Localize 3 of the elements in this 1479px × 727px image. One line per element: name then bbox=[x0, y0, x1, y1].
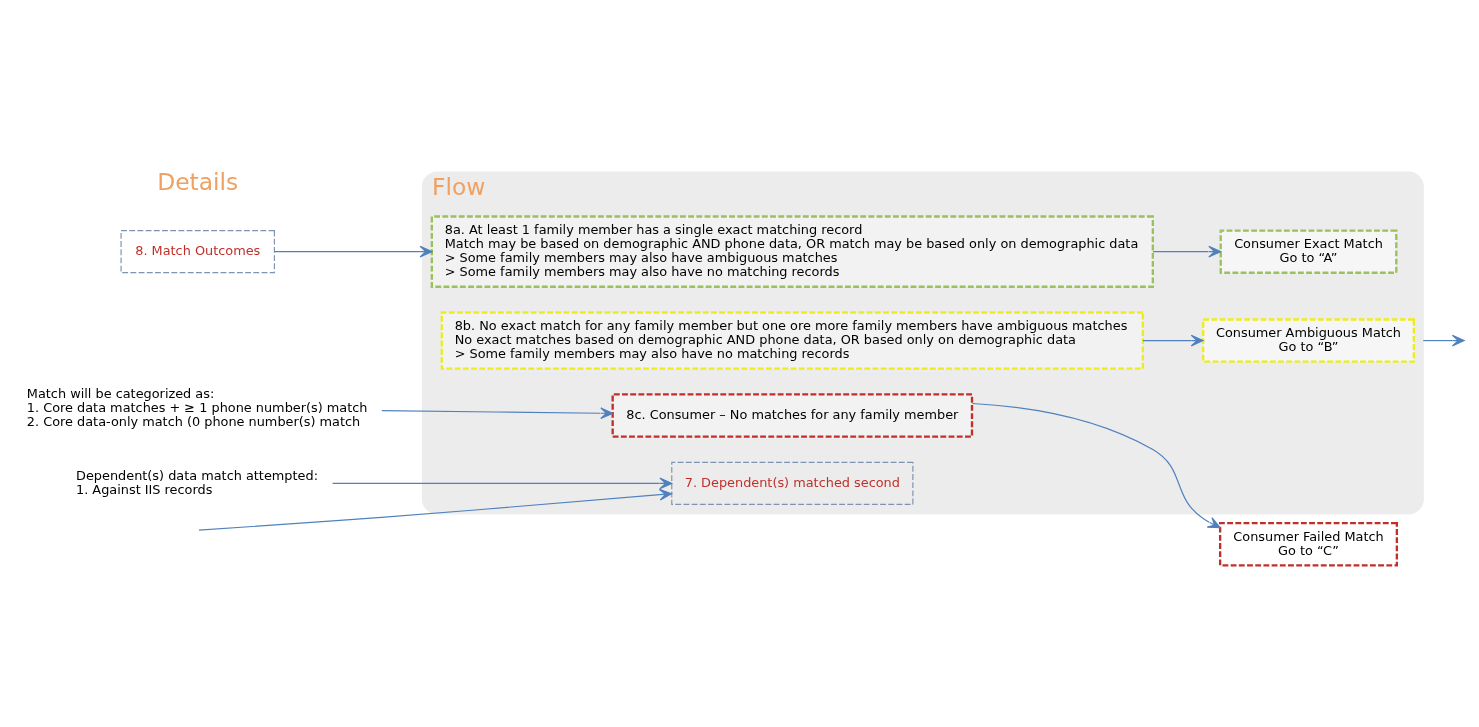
node-text: Match will be categorized as: 1. Core data matches + ≥ 1 phone number(s) match 2. Core data-only match (0 phone number(s) match bbox=[26, 385, 368, 429]
node-text: Dependent(s) data match attempted: 1. Against IIS records bbox=[76, 467, 318, 497]
label: Details bbox=[157, 167, 239, 196]
